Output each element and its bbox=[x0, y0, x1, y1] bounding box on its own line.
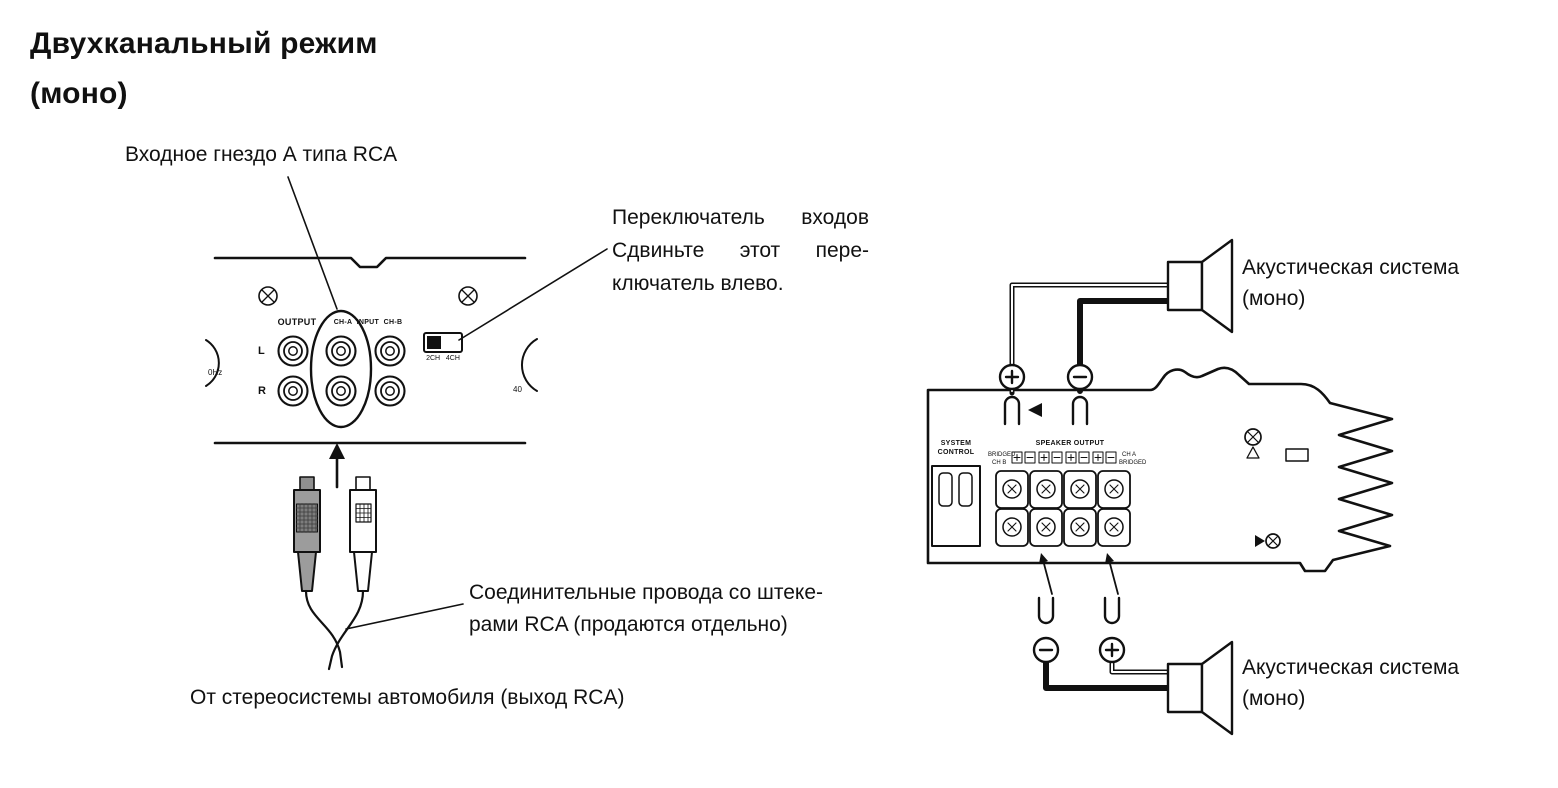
partial-knob-left bbox=[205, 339, 220, 387]
panel-input-label: CH-A INPUT CH-B bbox=[333, 319, 403, 326]
callout-cables-line1: Соединительные провода со штеке- bbox=[469, 581, 824, 604]
callout-cables: Соединительные провода со штеке- рами RC… bbox=[469, 577, 823, 641]
plus-circle-icon bbox=[1098, 636, 1126, 664]
callout-switch-line1: Переключатель входов bbox=[612, 206, 869, 229]
minus-circle-icon bbox=[1066, 363, 1094, 391]
screw-icon bbox=[1244, 428, 1262, 446]
callout-switch-line3: ключатель влево. bbox=[612, 272, 784, 295]
screw-icon bbox=[1265, 533, 1281, 549]
terminal-polarity-icons bbox=[1011, 451, 1117, 464]
triangle-up-mark bbox=[1246, 446, 1260, 459]
amp-control-label: CONTROL bbox=[937, 449, 975, 456]
rca-plug-white bbox=[349, 476, 377, 592]
leader-cables bbox=[345, 603, 464, 630]
wire-thick bbox=[1077, 298, 1171, 394]
insert-arrow bbox=[1042, 559, 1053, 595]
speaker-top-icon bbox=[1166, 238, 1234, 334]
amp-bridged-right-label: BRIDGED bbox=[1119, 460, 1147, 466]
amp-bridged-left-label: BRIDGED bbox=[988, 452, 1016, 458]
rca-jack-icon bbox=[325, 375, 357, 407]
speaker-bottom-icon bbox=[1166, 640, 1234, 736]
panel-l-label: L bbox=[258, 345, 266, 357]
minus-circle-icon bbox=[1032, 636, 1060, 664]
amp-cha-label: CH A bbox=[1122, 452, 1137, 458]
page-title-line2: (моно) bbox=[30, 77, 128, 110]
switch-scale-label: 2CH 4CH bbox=[426, 355, 460, 362]
fork-terminal-icon bbox=[1103, 596, 1121, 625]
vent-slot bbox=[1285, 448, 1309, 462]
rca-cable bbox=[304, 589, 344, 669]
rca-jack-icon bbox=[374, 375, 406, 407]
speaker-bottom-label: Акустическая система bbox=[1242, 656, 1460, 679]
triangle-left-mark bbox=[1028, 403, 1042, 417]
callout-speaker-top: Акустическая система (моно) bbox=[1242, 252, 1459, 314]
partial-knob-right bbox=[520, 338, 538, 392]
panel-r-label: R bbox=[258, 385, 267, 397]
amp-front-panel bbox=[205, 176, 608, 630]
callout-switch: Переключатель входов Сдвиньте этот пере-… bbox=[612, 201, 869, 300]
rca-jack-icon bbox=[325, 335, 357, 367]
plus-circle-icon bbox=[998, 363, 1026, 391]
fork-terminal-icon bbox=[1071, 395, 1089, 426]
fork-terminal-icon bbox=[1037, 596, 1055, 625]
rca-jack-icon bbox=[374, 335, 406, 367]
rca-jack-icon bbox=[277, 335, 309, 367]
amp-chb-label: CH B bbox=[992, 460, 1007, 466]
speaker-terminal-block bbox=[995, 470, 1131, 547]
callout-input-jack: Входное гнездо А типа RCA bbox=[125, 143, 398, 166]
rca-cable bbox=[327, 589, 365, 671]
panel-freq-left: 0Hz bbox=[208, 368, 223, 377]
input-mode-switch-icon bbox=[423, 332, 463, 353]
callout-from-stereo: От стереосистемы автомобиля (выход RCA) bbox=[190, 686, 625, 709]
rca-jack-icon bbox=[277, 375, 309, 407]
callout-switch-line2: Сдвиньте этот пере- bbox=[612, 239, 869, 262]
amp-speaker-output-label: SPEAKER OUTPUT bbox=[1035, 440, 1105, 447]
callout-cables-line2: рами RCA (продаются отдельно) bbox=[469, 613, 788, 636]
page-title-line1: Двухканальный режим bbox=[30, 27, 378, 60]
speaker-top-label: Акустическая система bbox=[1242, 256, 1460, 279]
leader-switch bbox=[458, 248, 608, 341]
triangle-right-mark bbox=[1255, 535, 1265, 547]
callout-speaker-bottom: Акустическая система (моно) bbox=[1242, 652, 1459, 714]
top-speaker-wiring bbox=[998, 282, 1171, 426]
panel-freq-right: 40 bbox=[513, 385, 522, 394]
input-jack-highlight bbox=[309, 309, 373, 429]
amp-rear-body bbox=[926, 366, 1394, 573]
rca-plug-gray bbox=[293, 476, 321, 592]
up-arrow-icon bbox=[329, 443, 345, 489]
leader-input-jack bbox=[287, 176, 338, 310]
bottom-speaker-wiring bbox=[1032, 553, 1171, 691]
speaker-bottom-mono: (моно) bbox=[1242, 687, 1306, 710]
system-control-connector bbox=[931, 465, 981, 547]
screw-icon bbox=[258, 286, 278, 306]
screw-icon bbox=[458, 286, 478, 306]
insert-arrow bbox=[1108, 559, 1119, 595]
amp-system-label: SYSTEM bbox=[940, 440, 972, 447]
speaker-top-mono: (моно) bbox=[1242, 287, 1306, 310]
fork-terminal-icon bbox=[1003, 395, 1021, 426]
panel-output-label: OUTPUT bbox=[277, 317, 317, 327]
